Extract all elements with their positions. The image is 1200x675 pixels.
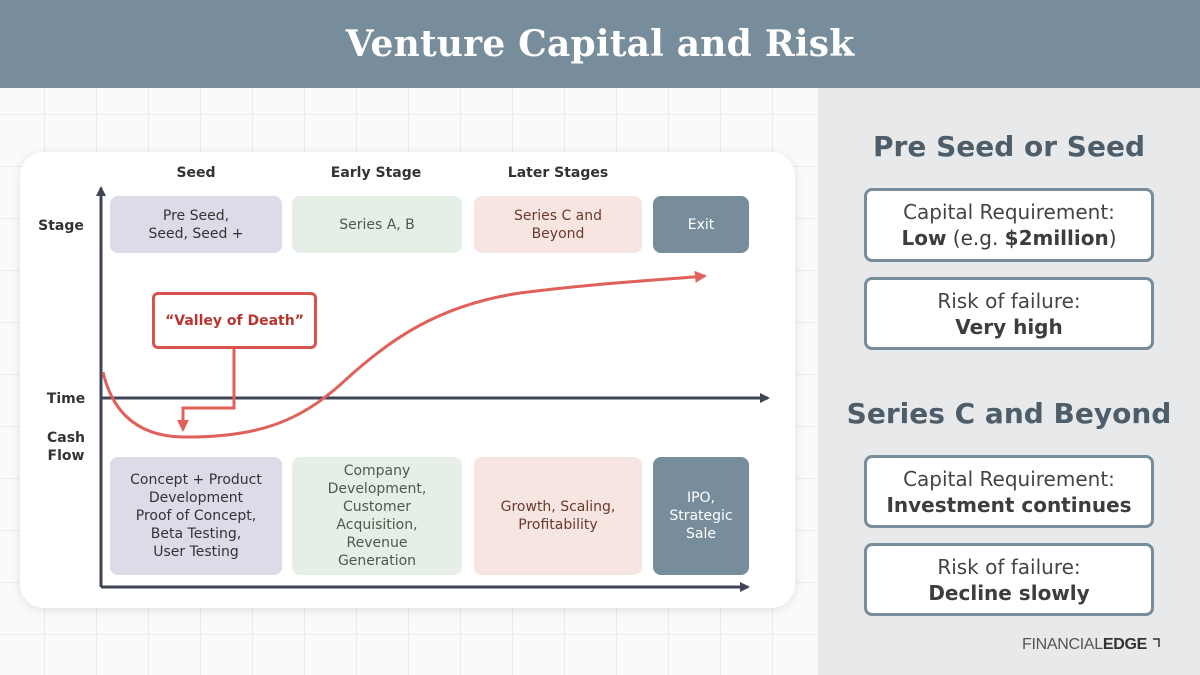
- capital-requirement-label-series-c: Capital Requirement:: [903, 466, 1115, 491]
- activity-box-early: Company Development, Customer Acquisitio…: [292, 457, 462, 575]
- stage-box-later-text: Series C and Beyond: [513, 207, 603, 242]
- activity-box-exit: IPO, Strategic Sale: [653, 457, 749, 575]
- axis-label-time: Time: [46, 391, 86, 407]
- stage-box-later: Series C and Beyond: [474, 196, 642, 253]
- activity-box-exit-text: IPO, Strategic Sale: [669, 490, 733, 542]
- capital-requirement-label-seed: Capital Requirement:: [903, 200, 1115, 224]
- stage-box-early-text: Series A, B: [339, 216, 415, 233]
- activity-box-later-text: Growth, Scaling, Profitability: [500, 499, 616, 533]
- section-title-series-c: Series C and Beyond: [846, 397, 1172, 430]
- activity-box-seed-text: Concept + Product Development Proof of C…: [130, 472, 262, 560]
- stage-box-seed-text: Pre Seed, Seed, Seed +: [148, 207, 244, 242]
- capital-requirement-box-series-c: Capital Requirement: Investment continue…: [864, 455, 1154, 528]
- risk-box-series-c: Risk of failure: Decline slowly: [864, 543, 1154, 616]
- column-header-later-stages: Later Stages: [507, 165, 609, 181]
- activity-box-early-text: Company Development, Customer Acquisitio…: [327, 463, 427, 569]
- logo-text-financial: FINANCIAL: [1022, 636, 1103, 653]
- page-title: Venture Capital and Risk: [345, 23, 855, 65]
- axis-label-cash-flow: Cash Flow: [46, 430, 86, 464]
- risk-label-series-c: Risk of failure:: [937, 554, 1081, 579]
- capital-requirement-value-seed: Low (e.g. $2million): [901, 226, 1117, 250]
- header-banner: Venture Capital and Risk: [0, 0, 1200, 88]
- cash-flow-curve: [101, 270, 707, 439]
- risk-value-series-c: Decline slowly: [928, 580, 1090, 605]
- activity-box-seed: Concept + Product Development Proof of C…: [110, 457, 282, 575]
- stage-box-exit: Exit: [653, 196, 749, 253]
- stage-box-early: Series A, B: [292, 196, 462, 253]
- column-header-early-stage: Early Stage: [330, 165, 422, 181]
- financial-edge-logo: FINANCIALEDGE: [1022, 636, 1162, 654]
- stage-box-seed: Pre Seed, Seed, Seed +: [110, 196, 282, 253]
- activity-box-later: Growth, Scaling, Profitability: [474, 457, 642, 575]
- column-header-seed: Seed: [176, 165, 216, 181]
- capital-requirement-value-series-c: Investment continues: [886, 492, 1132, 517]
- valley-of-death-callout: “Valley of Death”: [152, 292, 317, 349]
- section-title-seed: Pre Seed or Seed: [873, 130, 1145, 163]
- callout-arrow: [177, 349, 236, 432]
- logo-text-edge: EDGE: [1102, 636, 1148, 653]
- risk-value-seed: Very high: [955, 314, 1063, 339]
- stage-box-exit-text: Exit: [687, 216, 715, 233]
- axis-label-stage: Stage: [38, 218, 84, 234]
- logo-corner-icon: [1153, 638, 1160, 647]
- risk-box-seed: Risk of failure: Very high: [864, 277, 1154, 350]
- risk-label-seed: Risk of failure:: [937, 288, 1081, 313]
- capital-requirement-box-seed: Capital Requirement: Low (e.g. $2million…: [864, 188, 1154, 262]
